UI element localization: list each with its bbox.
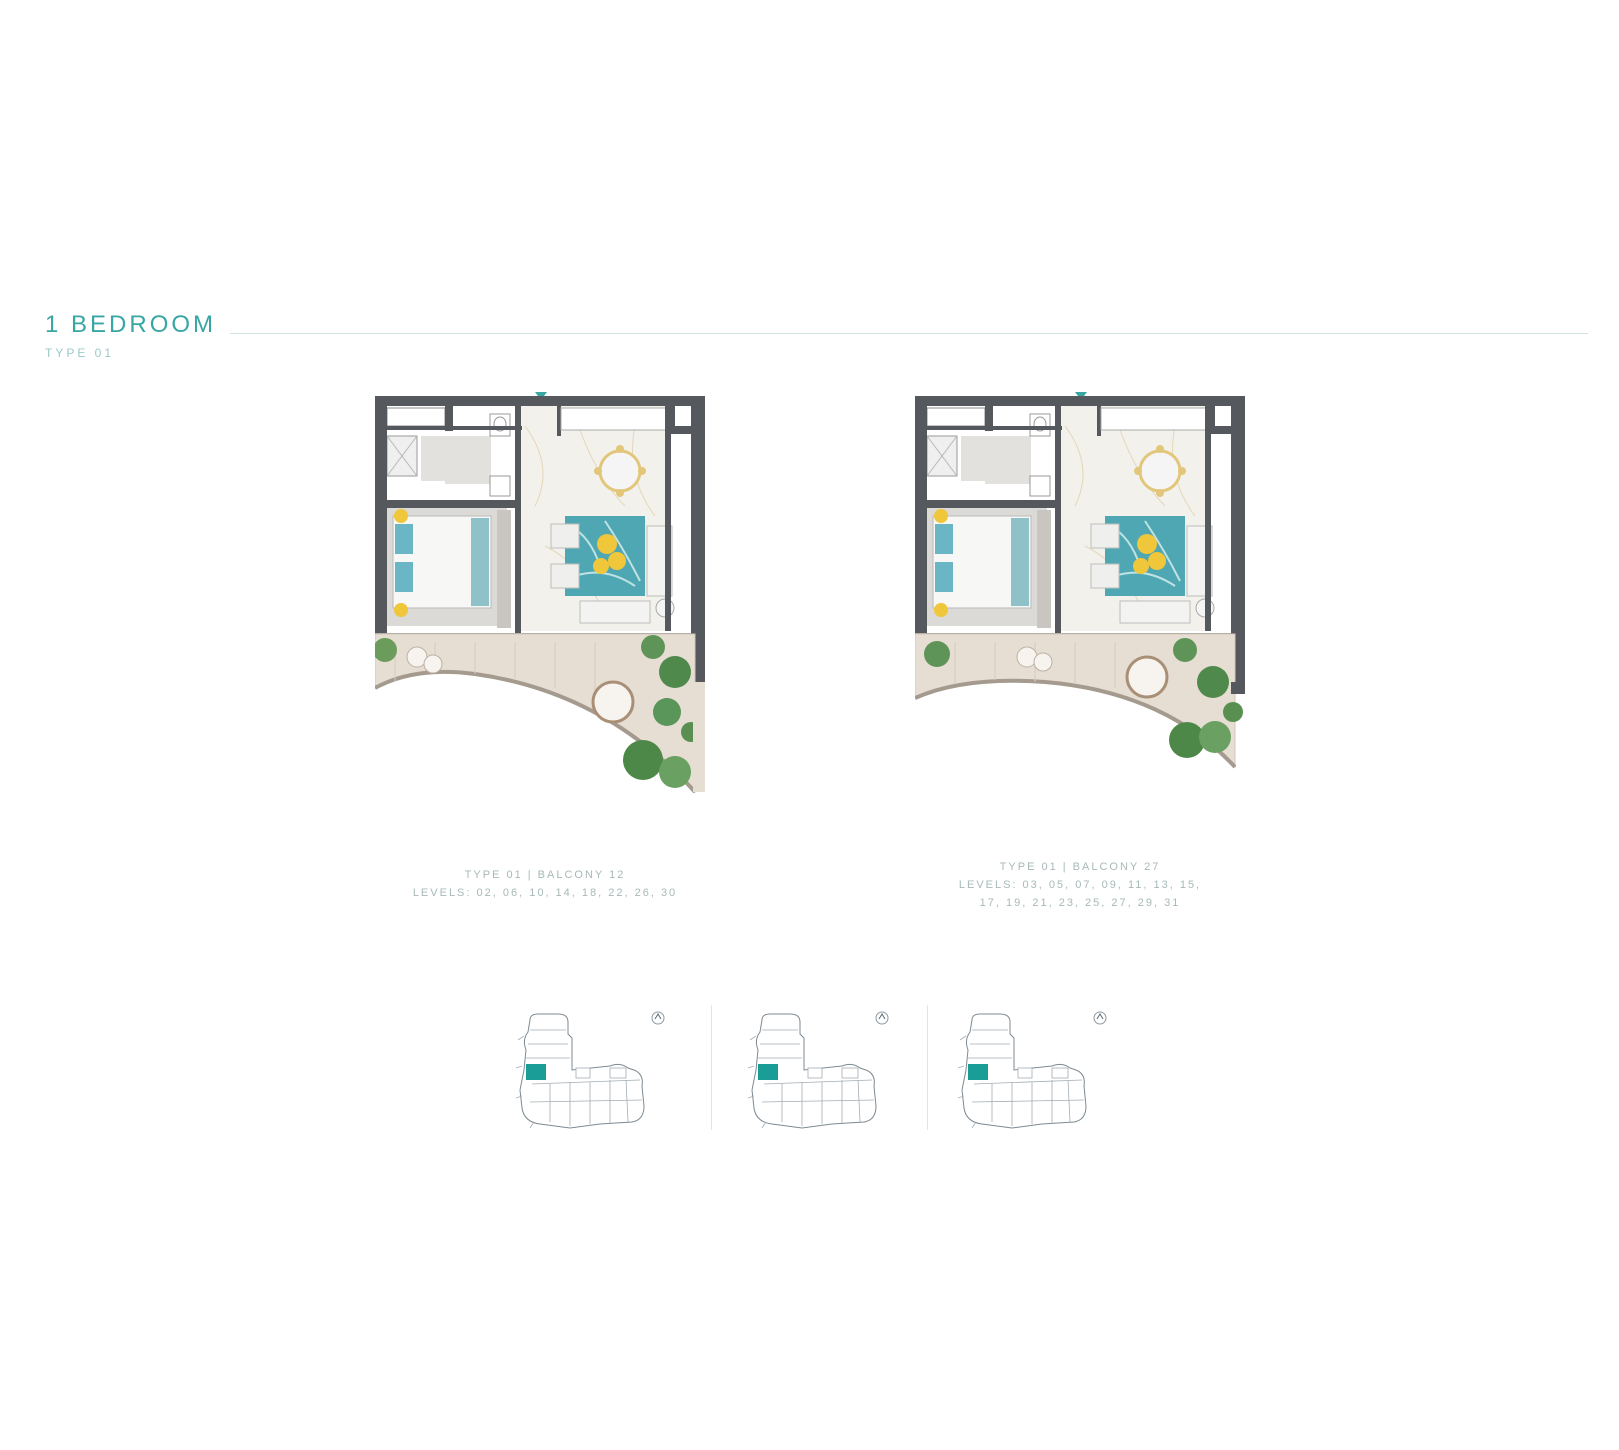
key-plan-3 bbox=[952, 1010, 1112, 1145]
caption-levels-line: LEVELS: 03, 05, 07, 09, 11, 13, 15, bbox=[958, 879, 1202, 891]
caption-type-line: TYPE 01 | BALCONY 27 bbox=[999, 861, 1161, 873]
key-plan-divider bbox=[711, 1005, 712, 1130]
plan-caption-1: TYPE 01 | BALCONY 12 LEVELS: 02, 06, 10,… bbox=[370, 866, 720, 902]
floor-plan-balcony-12 bbox=[375, 392, 715, 802]
key-plan-2 bbox=[742, 1010, 902, 1145]
compass-icon bbox=[1093, 1011, 1107, 1025]
floor-plan-drawing bbox=[375, 392, 707, 794]
compass-icon bbox=[875, 1011, 889, 1025]
floor-plan-drawing bbox=[915, 392, 1247, 769]
compass-icon bbox=[651, 1011, 665, 1025]
floor-plan-balcony-27 bbox=[915, 392, 1255, 772]
key-plan-drawing bbox=[747, 1011, 889, 1129]
caption-levels-line: LEVELS: 02, 06, 10, 14, 18, 22, 26, 30 bbox=[412, 887, 678, 899]
key-plan-divider bbox=[927, 1005, 928, 1130]
page-header: 1 BEDROOM TYPE 01 bbox=[45, 311, 217, 361]
caption-type-line: TYPE 01 | BALCONY 12 bbox=[464, 869, 626, 881]
plan-caption-2: TYPE 01 | BALCONY 27 LEVELS: 03, 05, 07,… bbox=[905, 858, 1255, 912]
page-title: 1 BEDROOM bbox=[45, 311, 217, 338]
page-subtitle: TYPE 01 bbox=[45, 346, 115, 360]
caption-levels-line-2: 17, 19, 21, 23, 25, 27, 29, 31 bbox=[979, 897, 1181, 909]
key-plan-drawing bbox=[957, 1011, 1107, 1129]
header-rule bbox=[230, 333, 1588, 334]
key-plan-1 bbox=[510, 1010, 670, 1145]
key-plan-drawing bbox=[515, 1011, 665, 1129]
